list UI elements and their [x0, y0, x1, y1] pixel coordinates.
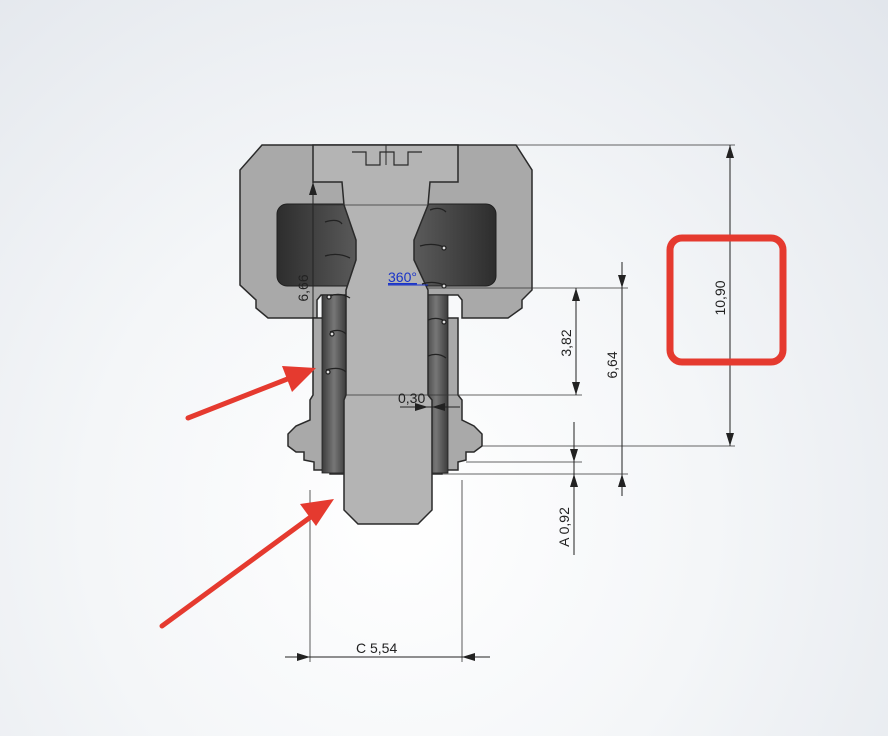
plunger-slot [352, 151, 422, 166]
red-arrow-icon [185, 366, 316, 421]
dim-mid-height[interactable]: 6,64 [604, 351, 620, 378]
dim-tip-length[interactable]: A 0,92 [556, 507, 572, 547]
spring-coils [324, 207, 447, 375]
red-arrow-icon [159, 499, 334, 629]
sleeve-bore-left [321, 294, 347, 474]
dim-upper-travel[interactable]: 3,82 [558, 329, 574, 356]
dim-left-vertical[interactable]: 6,66 [295, 274, 311, 301]
dim-overall-height[interactable]: 10,90 [712, 280, 728, 315]
dim-spring-angle[interactable]: 360° [388, 269, 417, 285]
plunger-pin [312, 144, 459, 525]
dim-pin-gap[interactable]: 0,30 [398, 390, 425, 406]
highlight-box [666, 234, 787, 366]
dimension-lines [285, 144, 735, 662]
dim-tip-width[interactable]: C 5,54 [356, 640, 397, 656]
